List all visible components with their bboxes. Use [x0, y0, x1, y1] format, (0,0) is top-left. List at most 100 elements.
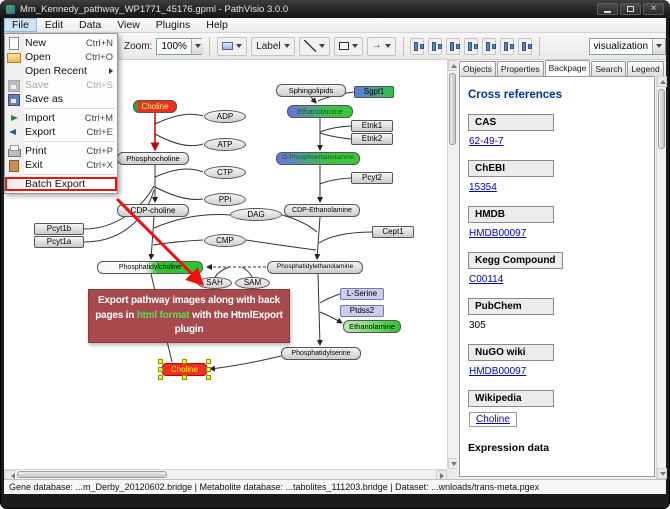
node-phosphocholine[interactable]: Phosphocholine — [117, 152, 189, 165]
tab-properties[interactable]: Properties — [496, 61, 544, 76]
node-ethanolamine-top[interactable]: Ethanolamine — [287, 105, 353, 118]
menu-item-shortcut: Ctrl+O — [85, 51, 113, 63]
selection-handle[interactable] — [181, 359, 187, 364]
node-cdp-ethanolamine[interactable]: CDP-Ethanolamine — [284, 204, 360, 217]
scrollbar-thumb[interactable] — [658, 89, 665, 149]
menubar-item-plugins[interactable]: Plugins — [155, 19, 191, 31]
connector-tool-button[interactable]: → — [366, 36, 396, 56]
minimize-button[interactable] — [597, 3, 618, 15]
node-pcyt1b[interactable]: Pcyt1b — [34, 223, 84, 235]
print-icon — [7, 145, 21, 157]
scroll-down-button[interactable] — [657, 468, 667, 479]
scrollbar-thumb[interactable] — [17, 471, 167, 478]
node-adp[interactable]: ADP — [204, 110, 246, 123]
file-menu-item-save-as[interactable]: Save as — [5, 92, 117, 106]
node-phosphatidylethanolamine[interactable]: Phosphatidylethanolamine — [267, 261, 363, 274]
toolbar: Zoom: 100% Label → visualization — [4, 33, 667, 60]
tab-backpage[interactable]: Backpage — [544, 60, 591, 76]
node-ctp[interactable]: CTP — [204, 166, 246, 179]
blank-icon — [7, 65, 21, 77]
canvas-horizontal-scrollbar[interactable] — [4, 469, 447, 480]
crossref-link[interactable]: 15354 — [469, 182, 497, 193]
align-bottom-button[interactable] — [499, 37, 514, 55]
selection-handle[interactable] — [181, 375, 187, 380]
align-right-button[interactable] — [464, 37, 479, 55]
node-sam[interactable]: SAM — [235, 277, 270, 289]
node-pcyt1a[interactable]: Pcyt1a — [34, 236, 84, 248]
node-o-phosphoethanolamine[interactable]: O-Phosphoethanolamine — [276, 152, 360, 165]
distribute-button[interactable] — [517, 37, 532, 55]
titlebar[interactable]: Mm_Kennedy_pathway_WP1771_45176.gpml - P… — [0, 0, 670, 18]
tab-legend[interactable]: Legend — [627, 61, 664, 76]
node-ethanolamine-bottom[interactable]: Ethanolamine — [343, 320, 401, 333]
canvas-vertical-scrollbar[interactable] — [447, 60, 458, 469]
panel-scrollbar[interactable] — [656, 76, 667, 479]
visualization-combobox[interactable]: visualization — [588, 37, 667, 55]
crossref-link[interactable]: HMDB00097 — [469, 228, 527, 239]
node-cept1[interactable]: Cept1 — [372, 226, 414, 238]
selection-handle[interactable] — [206, 375, 211, 380]
selection-handle[interactable] — [158, 366, 163, 372]
node-dag[interactable]: DAG — [230, 208, 282, 221]
scroll-up-button[interactable] — [657, 76, 667, 87]
selection-handle[interactable] — [206, 359, 211, 364]
node-pcyt2[interactable]: Pcyt2 — [351, 172, 393, 184]
crossref-link[interactable]: Choline — [469, 412, 517, 427]
node-choline-top[interactable]: Choline — [133, 100, 177, 113]
node-phosphatidylserine[interactable]: Phosphatidylserine — [281, 347, 361, 360]
zoom-combobox[interactable]: 100% — [156, 37, 204, 55]
annotation-callout: Export pathway images along with back pa… — [88, 289, 290, 343]
node-sphingolipids[interactable]: Sphingolipids — [276, 84, 346, 97]
crossref-link[interactable]: HMDB00097 — [469, 366, 527, 377]
selection-handle[interactable] — [158, 375, 163, 380]
maximize-button[interactable] — [620, 3, 641, 15]
menubar-item-file[interactable]: File — [4, 18, 37, 32]
file-menu-item-open[interactable]: Open Ctrl+O — [5, 50, 117, 64]
menu-item-shortcut: Ctrl+X — [86, 159, 113, 171]
node-ptdss2[interactable]: Ptdss2 — [340, 305, 384, 317]
node-ppi[interactable]: PPi — [204, 193, 246, 206]
align-center-y-button[interactable] — [428, 37, 443, 55]
menu-item-label: Open — [25, 51, 51, 63]
menubar-item-data[interactable]: Data — [79, 19, 102, 31]
crossref-link[interactable]: C00114 — [469, 274, 504, 285]
node-l-serine[interactable]: L-Serine — [340, 288, 384, 300]
selection-handle[interactable] — [158, 359, 163, 364]
node-sgpl1[interactable]: Sgpl1 — [354, 86, 394, 98]
new-datanode-button[interactable] — [217, 36, 248, 56]
tab-objects[interactable]: Objects — [459, 61, 496, 76]
file-menu-item-open-recent[interactable]: Open Recent — [5, 64, 117, 78]
menubar-item-view[interactable]: View — [117, 19, 140, 31]
align-left-button[interactable] — [446, 37, 461, 55]
new-label-button[interactable]: Label — [251, 36, 295, 56]
align-center-x-button[interactable] — [410, 37, 425, 55]
line-tool-button[interactable] — [298, 36, 330, 56]
tab-search[interactable]: Search — [591, 61, 627, 76]
node-etnk1[interactable]: Etnk1 — [351, 120, 393, 132]
file-menu-item-batch-export[interactable]: Batch Export — [5, 177, 117, 191]
selection-handle[interactable] — [206, 366, 211, 372]
menubar-item-edit[interactable]: Edit — [44, 19, 64, 31]
node-etnk2[interactable]: Etnk2 — [351, 133, 393, 145]
visualization-caret-button[interactable] — [652, 38, 666, 54]
node-phosphatidylcholine[interactable]: Phosphatidylcholine — [97, 261, 203, 274]
zoom-caret-button[interactable] — [190, 38, 204, 54]
crossref-link[interactable]: 62-49-7 — [469, 136, 504, 147]
node-cdp-choline[interactable]: CDP-choline — [117, 204, 189, 217]
align-top-button[interactable] — [482, 37, 497, 55]
node-atp[interactable]: ATP — [204, 138, 246, 151]
close-button[interactable]: × — [643, 3, 664, 15]
menubar-item-help[interactable]: Help — [206, 19, 228, 31]
node-cmp[interactable]: CMP — [204, 234, 246, 247]
shape-tool-button[interactable] — [333, 36, 363, 56]
label-button-text: Label — [256, 40, 281, 52]
scrollbar-thumb[interactable] — [449, 73, 456, 145]
node-sah[interactable]: SAH — [197, 277, 232, 289]
